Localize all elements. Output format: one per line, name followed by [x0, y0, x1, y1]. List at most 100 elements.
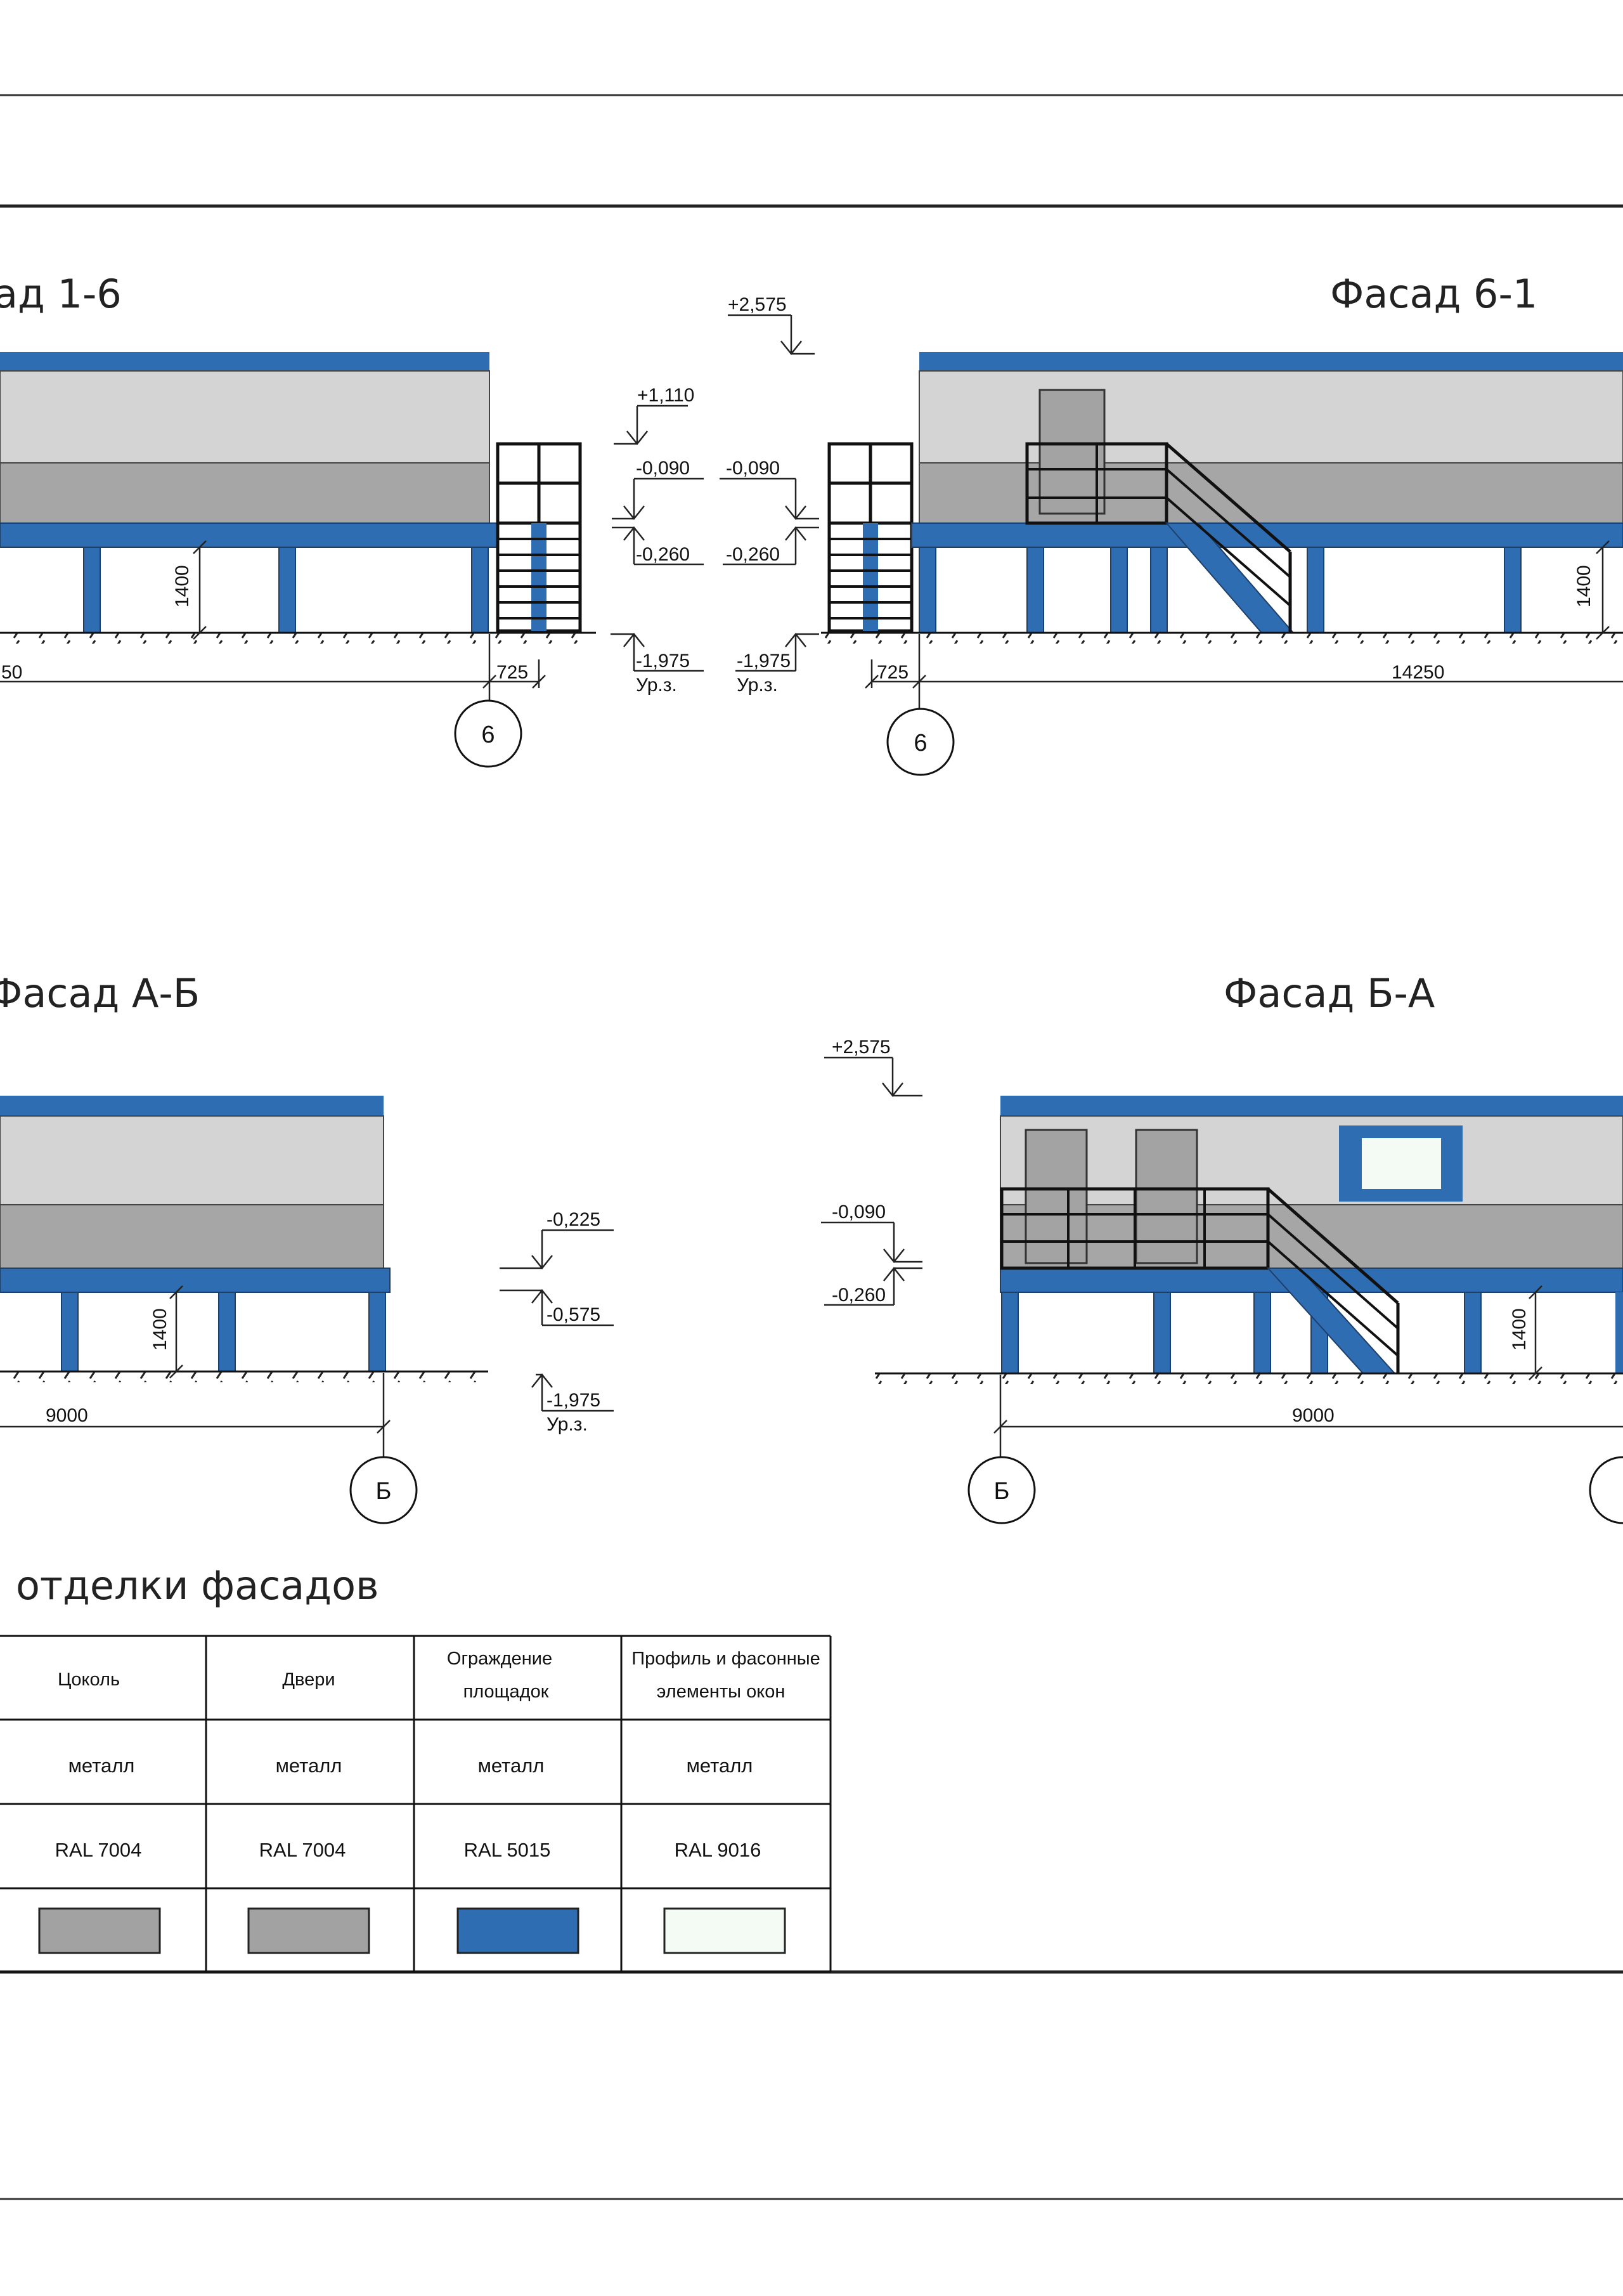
- column: [218, 1292, 236, 1372]
- column: [1153, 1292, 1171, 1374]
- table-header-cell: Профиль и фасонные: [631, 1649, 820, 1669]
- level-mark: -0,090: [726, 458, 780, 479]
- dimension-main: 9000: [46, 1405, 88, 1426]
- upper-wall-panel: [919, 370, 1623, 464]
- axis-label: Б: [994, 1478, 1010, 1505]
- level-marks-bottom-left: -0,225 -0,575 -1,975 Ур.з.: [500, 1209, 614, 1435]
- door: [1038, 389, 1106, 515]
- height-dimension: 1400: [172, 565, 193, 607]
- upper-wall-panel: [0, 370, 490, 464]
- column: [83, 547, 101, 633]
- dimension-small: 725: [496, 662, 528, 683]
- color-swatch: [663, 1907, 786, 1954]
- level-mark: -1,975: [737, 651, 791, 671]
- column: [278, 547, 296, 633]
- finish-table: отделки фасадов Цоколь металл RAL 7004 Д…: [0, 1562, 832, 1973]
- axis-marker: [886, 708, 955, 776]
- roof-band: [0, 1096, 384, 1116]
- ground-level-label: Ур.з.: [546, 1414, 588, 1435]
- column: [1110, 547, 1128, 633]
- axis-marker: [967, 1456, 1036, 1524]
- upper-wall-panel: [1000, 1115, 1623, 1205]
- ground-level-label: Ур.з.: [636, 675, 677, 696]
- column: [61, 1292, 79, 1372]
- level-mark: -0,260: [636, 544, 690, 565]
- level-mark: -0,260: [726, 544, 780, 565]
- column: [1464, 1292, 1482, 1374]
- elevation-b-a: Фасад Б-А: [875, 970, 1623, 1524]
- lower-wall-panel: [0, 462, 490, 524]
- height-dimension: 1400: [1509, 1308, 1530, 1351]
- roof-band: [0, 352, 489, 371]
- material-cell: металл: [276, 1754, 342, 1777]
- column: [1307, 547, 1324, 633]
- column: [1026, 547, 1044, 633]
- color-swatch: [38, 1907, 161, 1954]
- ground-hatch: [875, 1374, 1623, 1384]
- elevation-6-1: Фасад 6-1: [821, 271, 1623, 776]
- door: [1025, 1129, 1088, 1264]
- color-swatch: [247, 1907, 370, 1954]
- view-title: ад 1-6: [0, 271, 122, 317]
- column: [1504, 547, 1522, 633]
- height-dimension: 1400: [1574, 565, 1594, 607]
- level-mark: -0,575: [546, 1304, 600, 1325]
- material-cell: металл: [687, 1754, 753, 1777]
- upper-wall-panel: [0, 1115, 384, 1205]
- column: [471, 547, 489, 633]
- column: [1253, 1292, 1271, 1374]
- table-header-cell: Ограждение: [447, 1649, 552, 1669]
- elevation-1-6: ад 1-6 1400: [0, 271, 596, 768]
- dimension-small: 725: [877, 662, 908, 683]
- level-marks-top: +2,575 +1,110 -0,090 -0,260 -0,090 -0,26…: [611, 294, 819, 696]
- level-mark: +1,110: [637, 385, 694, 406]
- level-mark: -1,975: [546, 1390, 600, 1411]
- stair-tower: [496, 442, 582, 633]
- door: [1135, 1129, 1198, 1264]
- base-beam: [911, 522, 1623, 548]
- table-header-cell: Цоколь: [58, 1670, 120, 1690]
- axis-label: 6: [914, 730, 927, 756]
- roof-band: [919, 352, 1623, 371]
- column: [1615, 1292, 1623, 1373]
- window-glass: [1362, 1138, 1441, 1189]
- level-mark: -0,090: [832, 1202, 886, 1223]
- level-mark: -1,975: [636, 651, 690, 671]
- axis-marker: [454, 699, 522, 768]
- column: [1001, 1292, 1019, 1374]
- dimension-main: 9000: [1292, 1405, 1335, 1426]
- table-header-cell: площадок: [463, 1682, 549, 1702]
- base-beam: [0, 522, 498, 548]
- roof-band: [1000, 1096, 1623, 1116]
- base-beam: [0, 1268, 391, 1293]
- table-header-cell: элементы окон: [657, 1682, 786, 1702]
- ground-hatch: [0, 633, 596, 644]
- material-cell: металл: [68, 1754, 135, 1777]
- platform-railing: [1025, 442, 1168, 525]
- table-title: отделки фасадов: [16, 1562, 379, 1609]
- level-mark: -0,090: [636, 458, 690, 479]
- dimension-main: 14250: [1392, 662, 1444, 683]
- axis-marker: [349, 1456, 418, 1524]
- lower-wall-panel: [919, 462, 1623, 524]
- ground-level-label: Ур.з.: [737, 675, 778, 696]
- material-cell: металл: [478, 1754, 545, 1777]
- axis-marker-partial: [1589, 1456, 1623, 1524]
- view-title: Фасад 6-1: [1330, 271, 1537, 317]
- level-marks-bottom-right: +2,575 -0,090 -0,260: [821, 1037, 922, 1306]
- ral-cell: RAL 7004: [259, 1839, 346, 1861]
- elevation-a-b: Фасад А-Б 1400 9000 Б: [0, 970, 488, 1524]
- ral-cell: RAL 7004: [55, 1839, 142, 1861]
- lower-wall-panel: [0, 1204, 384, 1269]
- level-mark: -0,225: [546, 1209, 600, 1230]
- color-swatch: [456, 1907, 579, 1954]
- ground-hatch: [0, 1372, 482, 1382]
- ground-hatch: [821, 633, 1623, 644]
- level-mark: +2,575: [832, 1037, 891, 1058]
- level-mark: +2,575: [728, 294, 787, 315]
- platform-railing: [1000, 1187, 1270, 1270]
- axis-label: Б: [376, 1478, 392, 1505]
- column: [1150, 547, 1168, 633]
- height-dimension: 1400: [150, 1308, 171, 1351]
